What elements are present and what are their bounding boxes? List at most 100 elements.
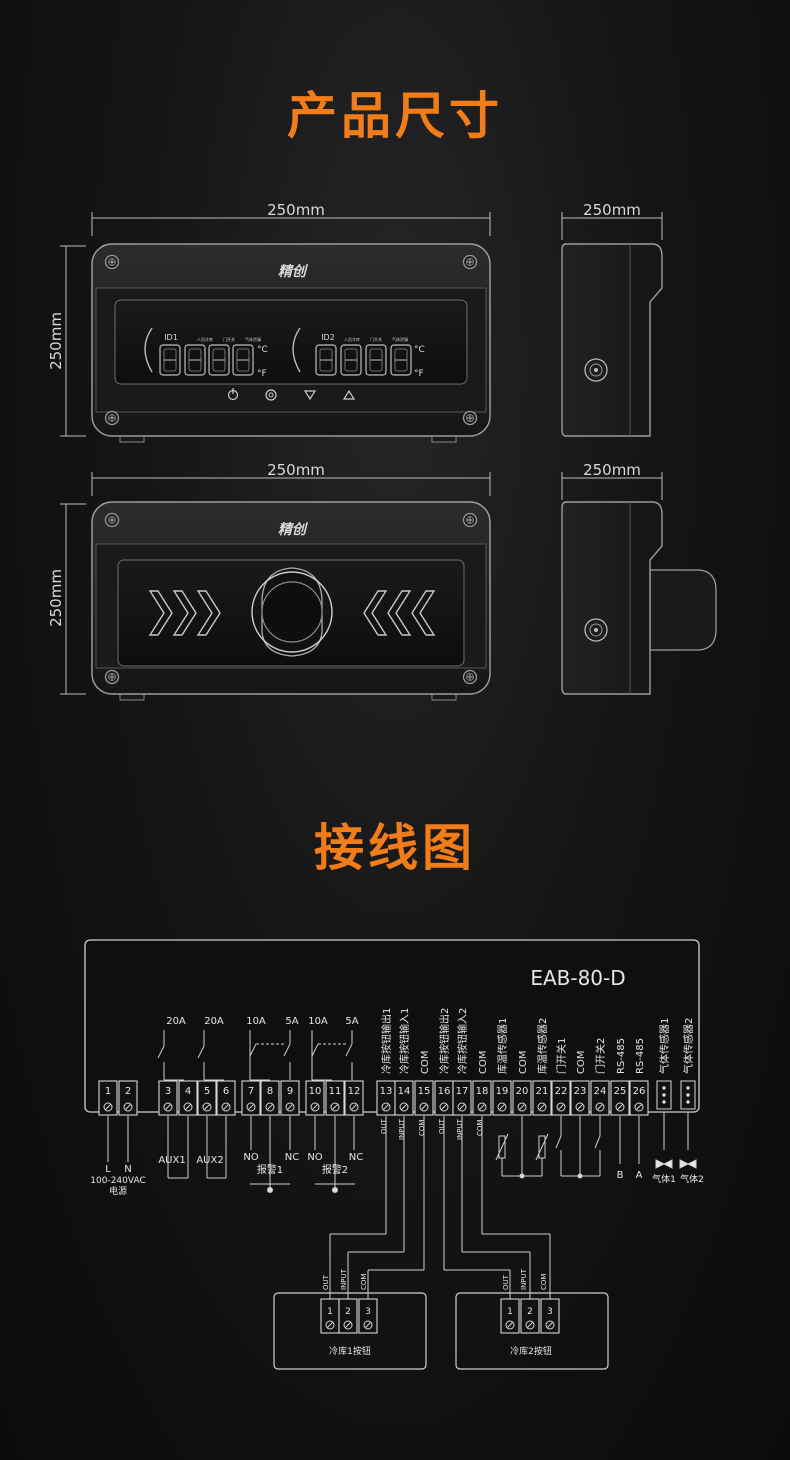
svg-text:23: 23 — [574, 1086, 587, 1097]
button-2-terminal-1: 1 — [500, 1298, 520, 1334]
dim-height-2: 250mm — [47, 569, 65, 627]
push-button-icon — [251, 567, 333, 657]
svg-text:°C: °C — [257, 345, 268, 355]
svg-text:报警2: 报警2 — [322, 1163, 348, 1176]
gas-port-pin — [686, 1093, 690, 1097]
terminal-17: 17 — [452, 1080, 472, 1116]
wiring-title: 接线图 — [314, 819, 476, 877]
svg-text:3: 3 — [547, 1307, 553, 1317]
svg-text:22: 22 — [555, 1086, 568, 1097]
terminal-4: 4 — [178, 1080, 198, 1116]
dimensions-title: 产品尺寸 — [287, 87, 503, 145]
svg-text:人员冷库: 人员冷库 — [344, 336, 360, 342]
svg-text:5A: 5A — [285, 1016, 298, 1027]
svg-text:B: B — [617, 1170, 624, 1181]
svg-text:2: 2 — [125, 1086, 131, 1097]
svg-text:°F: °F — [414, 369, 424, 379]
terminal-function-label: COM — [478, 1051, 489, 1074]
terminal-6: 6 — [216, 1080, 236, 1116]
terminal-7: 7 — [241, 1080, 261, 1116]
terminal-function-label: 气体传感器1 — [658, 1018, 671, 1074]
terminal-19: 19 — [492, 1080, 512, 1116]
terminal-22: 22 — [551, 1080, 571, 1116]
svg-text:L: L — [105, 1164, 111, 1175]
gas-port-pin — [662, 1100, 666, 1104]
terminal-5: 5 — [197, 1080, 217, 1116]
terminal-18: 18 — [472, 1080, 492, 1116]
svg-text:15: 15 — [418, 1086, 431, 1097]
svg-text:气体2: 气体2 — [680, 1173, 704, 1185]
terminal-12: 12 — [344, 1080, 364, 1116]
terminal-20: 20 — [512, 1080, 532, 1116]
svg-text:NO: NO — [307, 1152, 322, 1163]
svg-text:6: 6 — [223, 1086, 229, 1097]
svg-text:INPUT: INPUT — [456, 1118, 464, 1140]
terminal-15: 15 — [414, 1080, 434, 1116]
brand-logo: 精创 — [278, 263, 309, 280]
svg-text:19: 19 — [496, 1086, 509, 1097]
button-box-1-label: 冷库1按钮 — [329, 1345, 371, 1357]
power-icon — [227, 388, 239, 401]
svg-text:COM: COM — [540, 1274, 548, 1290]
svg-text:10: 10 — [309, 1086, 322, 1097]
svg-text:INPUT: INPUT — [520, 1268, 528, 1290]
svg-text:气体1: 气体1 — [652, 1173, 676, 1185]
svg-text:10A: 10A — [308, 1016, 328, 1027]
svg-text:25: 25 — [614, 1086, 627, 1097]
svg-text:°C: °C — [414, 345, 425, 355]
terminal-function-label: 库温传感器2 — [536, 1018, 549, 1074]
svg-text:20A: 20A — [166, 1016, 186, 1027]
model-label: EAB-80-D — [530, 966, 625, 990]
svg-text:20: 20 — [516, 1086, 529, 1097]
svg-text:26: 26 — [633, 1086, 646, 1097]
gas-port-pin — [662, 1086, 666, 1090]
svg-text:OUT: OUT — [322, 1274, 330, 1290]
svg-text:COM: COM — [418, 1120, 426, 1136]
svg-text:OUT: OUT — [502, 1274, 510, 1290]
svg-text:1: 1 — [105, 1086, 111, 1097]
button-box-2-label: 冷库2按钮 — [510, 1345, 552, 1357]
terminal-function-label: COM — [576, 1051, 587, 1074]
terminal-8: 8 — [260, 1080, 280, 1116]
svg-text:N: N — [124, 1164, 131, 1175]
terminal-function-label: RS-485 — [616, 1038, 627, 1074]
svg-text:3: 3 — [365, 1307, 371, 1317]
terminal-function-label: COM — [518, 1051, 529, 1074]
terminal-3: 3 — [158, 1080, 178, 1116]
dim-height-1: 250mm — [47, 312, 65, 370]
svg-text:1: 1 — [327, 1307, 333, 1317]
svg-text:14: 14 — [398, 1086, 411, 1097]
svg-text:NC: NC — [285, 1152, 299, 1163]
gas-port-pin — [662, 1093, 666, 1097]
svg-text:报警1: 报警1 — [257, 1163, 283, 1176]
gas-port-pin — [686, 1086, 690, 1090]
svg-text:°F: °F — [257, 369, 267, 379]
terminal-1: 1 — [98, 1080, 118, 1116]
svg-text:COM: COM — [360, 1274, 368, 1290]
terminal-function-label: 冷库按钮输入2 — [456, 1008, 469, 1074]
svg-text:AUX1: AUX1 — [158, 1155, 185, 1166]
terminal-function-label: RS-485 — [635, 1038, 646, 1074]
svg-text:5A: 5A — [345, 1016, 358, 1027]
svg-text:人员冷库: 人员冷库 — [197, 336, 213, 342]
svg-text:3: 3 — [165, 1086, 171, 1097]
svg-text:12: 12 — [348, 1086, 361, 1097]
terminal-24: 24 — [590, 1080, 610, 1116]
terminal-function-label: 库温传感器1 — [496, 1018, 509, 1074]
svg-text:ID1: ID1 — [164, 333, 178, 342]
svg-text:16: 16 — [438, 1086, 451, 1097]
svg-text:2: 2 — [527, 1307, 533, 1317]
svg-text:7: 7 — [248, 1086, 254, 1097]
terminal-10: 10 — [305, 1080, 325, 1116]
svg-text:21: 21 — [536, 1086, 549, 1097]
terminal-21: 21 — [532, 1080, 552, 1116]
wiring-labels: L N 100-240VAC 电源 AUX1 AUX2 NO NC 报警1 NO… — [90, 1118, 704, 1357]
terminal-25: 25 — [610, 1080, 630, 1116]
button-2-terminal-3: 3 — [540, 1298, 560, 1334]
svg-text:INPUT: INPUT — [340, 1268, 348, 1290]
svg-text:ID2: ID2 — [321, 333, 335, 342]
terminal-function-label: 门开关2 — [594, 1038, 607, 1074]
